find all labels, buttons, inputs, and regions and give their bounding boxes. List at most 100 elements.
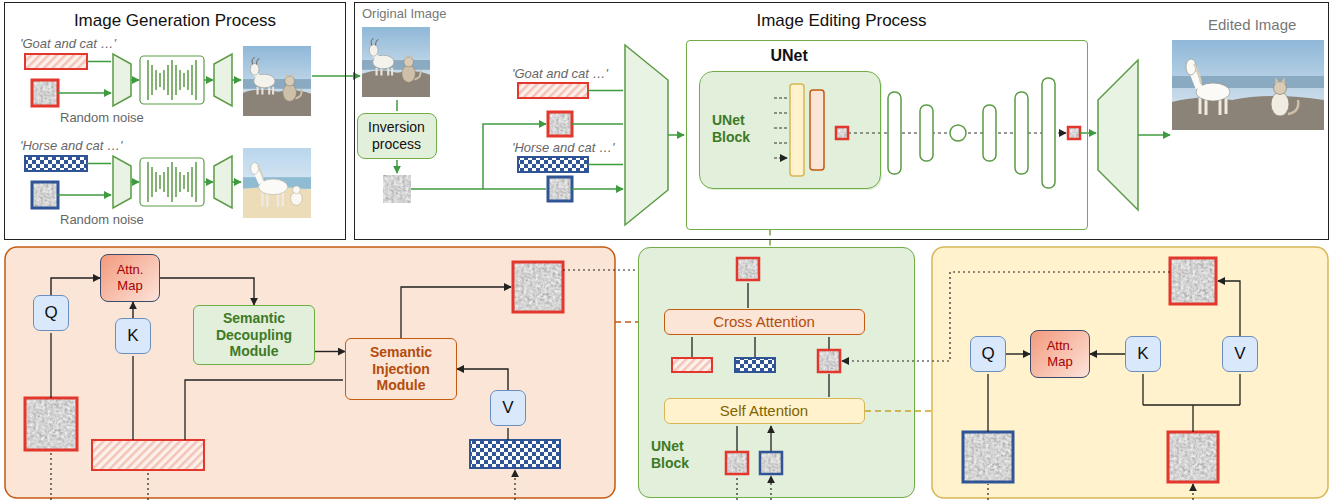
connector-arrow [769, 230, 770, 248]
flow-arrow [668, 134, 684, 136]
prompt-text: 'Horse and cat …' [512, 140, 615, 156]
attention-map: Attn. Map [100, 254, 160, 302]
key-box: K [1125, 336, 1161, 372]
noise-latent [32, 80, 58, 106]
unet-waveform [140, 158, 204, 206]
feature-map [836, 127, 848, 139]
block-label: UNet Block [651, 438, 706, 472]
decoder-trapezoid [214, 54, 232, 106]
flow-arrow [131, 181, 139, 183]
query-box: Q [970, 336, 1006, 372]
generation-pipeline [25, 46, 360, 218]
noise-latent [25, 398, 77, 450]
panel-title: Image Editing Process [365, 11, 1318, 31]
noise-latent [548, 112, 572, 136]
encoder-trapezoid [113, 54, 131, 106]
feature-map [1068, 127, 1080, 139]
noise-latent [737, 258, 759, 280]
unet-box: UNetUNet Block [686, 40, 1088, 230]
edited-image [1172, 40, 1324, 130]
detail-panel [5, 247, 615, 498]
noise-latent [513, 262, 563, 312]
feature-map [1068, 127, 1080, 139]
noise-latent [737, 258, 759, 280]
unet-layer [983, 105, 996, 161]
noise-latent [1170, 258, 1216, 304]
box-label: Q [981, 344, 994, 364]
unet-block-detail [638, 247, 932, 500]
block-label: UNet Block [712, 112, 770, 146]
flow-arrow [312, 75, 360, 77]
process-panel: Image Editing ProcessInversion process UN… [354, 2, 1329, 240]
noise-latent [548, 112, 572, 136]
module-box: Semantic Injection Module [345, 338, 457, 400]
attention-layer: Cross Attention [664, 309, 865, 335]
data-arrow [988, 281, 1240, 432]
unet-layer [888, 92, 901, 174]
prompt-text: 'Goat and cat …' [512, 66, 608, 82]
flow-arrow [1080, 132, 1096, 134]
connector-arrow [51, 278, 100, 295]
encoder-trapezoid [113, 156, 131, 208]
unet-layer [1015, 92, 1028, 174]
noise-caption: Random noise [60, 110, 144, 126]
noise-latent [548, 177, 572, 201]
connector-arrow [1090, 353, 1125, 354]
prompt-text: 'Goat and cat …' [20, 36, 116, 52]
editing-pipeline [362, 27, 1324, 225]
box-label: Attn. Map [1035, 338, 1085, 369]
noise-latent [963, 432, 1013, 482]
text-embedding [470, 440, 560, 468]
flow-arrow [1138, 134, 1170, 136]
feature-map [1068, 127, 1080, 139]
unet-layer [888, 78, 1055, 188]
block-panel-fill [638, 247, 915, 498]
decoder-trapezoid [1098, 60, 1138, 210]
noise-latent [513, 262, 563, 312]
box-title: UNet [771, 46, 1087, 65]
flow-arrow [232, 181, 241, 183]
noise-latent [32, 182, 58, 208]
unet-waveform [148, 60, 196, 100]
detail-panel [932, 247, 1328, 498]
query-box: Q [33, 295, 69, 331]
horse-cat-image [243, 148, 311, 218]
data-arrow [51, 287, 511, 440]
noise-latent [32, 182, 58, 208]
connector-arrow [160, 278, 254, 305]
box-label: V [1234, 344, 1245, 364]
noise-latent [548, 177, 572, 201]
connector-arrow [457, 369, 508, 390]
process-box: Inversion process [357, 113, 437, 159]
panel-title: Image Generation Process [15, 11, 335, 31]
goat-cat-image [243, 46, 311, 116]
value-box: V [1222, 336, 1258, 372]
text-embedding [672, 358, 712, 372]
text-embedding [518, 157, 588, 172]
value-box: V [490, 390, 526, 426]
key-box: K [115, 318, 151, 354]
attention-map: Attn. Map [1030, 330, 1090, 378]
module-label: Semantic Injection Module [350, 344, 452, 394]
feature-map [836, 127, 848, 139]
image-caption: Edited Image [1208, 16, 1296, 34]
inverted-noise [383, 175, 411, 203]
noise-latent [1168, 432, 1218, 482]
cross-attention-detail [5, 247, 735, 500]
text-embedding [735, 358, 775, 372]
text-embedding [25, 156, 87, 171]
data-line [1143, 405, 1240, 432]
unet-layer [1042, 78, 1055, 188]
box-label: K [1137, 344, 1148, 364]
box-label: Attn. Map [105, 262, 155, 293]
flow-arrow [58, 164, 111, 196]
image-caption: Original Image [362, 6, 447, 22]
prompt-text: 'Horse and cat …' [20, 138, 123, 154]
noise-latent [963, 432, 1013, 482]
noise-latent [548, 177, 572, 201]
unet-waveform [140, 56, 204, 104]
attention-layer: Self Attention [664, 398, 865, 424]
input-arrows [774, 98, 787, 158]
